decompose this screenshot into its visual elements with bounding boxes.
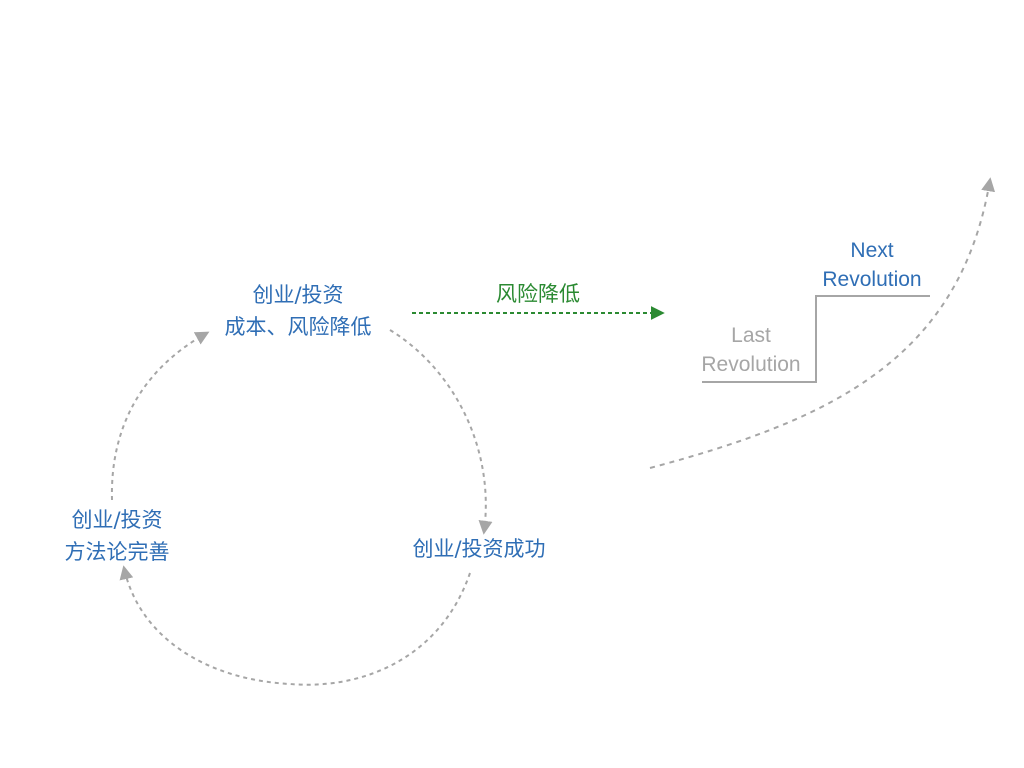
left-node-line2: 方法论完善 — [65, 540, 170, 564]
arc-left-to-top — [110, 331, 210, 501]
top-node: 创业/投资 成本、风险降低 — [225, 283, 372, 339]
revolution-step-line — [702, 295, 930, 383]
top-node-line1: 创业/投资 — [252, 283, 343, 307]
revolution-curve — [649, 177, 996, 469]
risk-reduction-label: 风险降低 — [496, 282, 580, 306]
last-revolution-label: Last Revolution — [701, 324, 800, 376]
next-revolution-label: Next Revolution — [822, 239, 921, 291]
last-revolution-line1: Last — [731, 324, 771, 347]
next-revolution-line2: Revolution — [822, 268, 921, 291]
left-node: 创业/投资 方法论完善 — [65, 508, 170, 564]
right-node-line1: 创业/投资成功 — [412, 537, 545, 561]
right-node: 创业/投资成功 — [412, 537, 545, 561]
left-node-line1: 创业/投资 — [71, 508, 162, 532]
next-revolution-line1: Next — [850, 239, 893, 262]
last-revolution-line2: Revolution — [701, 353, 800, 376]
arc-top-to-right — [389, 329, 493, 535]
top-node-line2: 成本、风险降低 — [225, 315, 372, 339]
arc-right-to-left — [119, 565, 471, 686]
